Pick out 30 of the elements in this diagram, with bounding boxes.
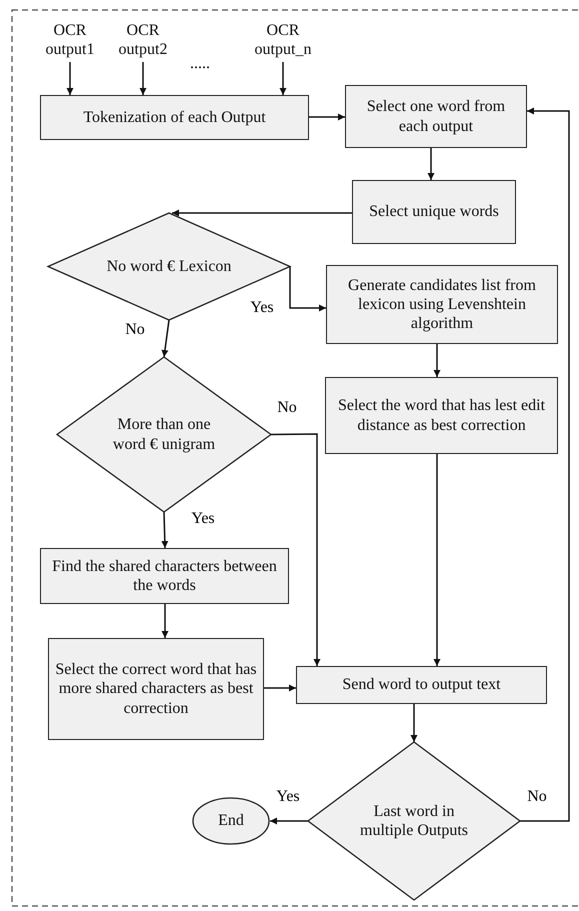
process-box: Find the shared characters between the words — [40, 548, 289, 604]
process-box: Select unique words — [352, 180, 516, 244]
arrow — [270, 818, 308, 824]
arrow — [140, 62, 146, 95]
arrow — [271, 433, 320, 666]
arrow — [434, 454, 440, 666]
arrow — [66, 62, 74, 95]
process-box: Select the correct word that has more shared characters as best correction — [48, 638, 264, 740]
process-box: Send word to output text — [296, 666, 547, 704]
arrow — [434, 344, 440, 377]
terminal-ellipse: End — [192, 797, 270, 845]
process-box: Tokenization of each Output — [40, 95, 309, 140]
input-label: OCR output_n — [238, 18, 328, 62]
arrow — [264, 684, 296, 692]
process-box: Generate candidates list from lexicon using Levenshtein algorithm — [326, 265, 558, 344]
arrow — [161, 512, 168, 548]
process-box: Select one word from each output — [345, 85, 527, 148]
arrow — [289, 266, 326, 312]
ellipsis-label: ..... — [190, 55, 210, 73]
arrow — [410, 704, 418, 742]
arrow — [280, 62, 286, 95]
arrow — [520, 108, 570, 822]
arrow — [161, 320, 170, 358]
decision-diamond: More than one word € unigram — [57, 357, 271, 512]
decision-diamond: Last word in multiple Outputs — [308, 742, 520, 900]
arrow — [162, 604, 168, 638]
arrow — [309, 114, 345, 120]
arrow — [172, 210, 352, 216]
arrow — [428, 148, 434, 180]
process-box: Select the word that has lest edit distance as best correction — [325, 377, 558, 454]
